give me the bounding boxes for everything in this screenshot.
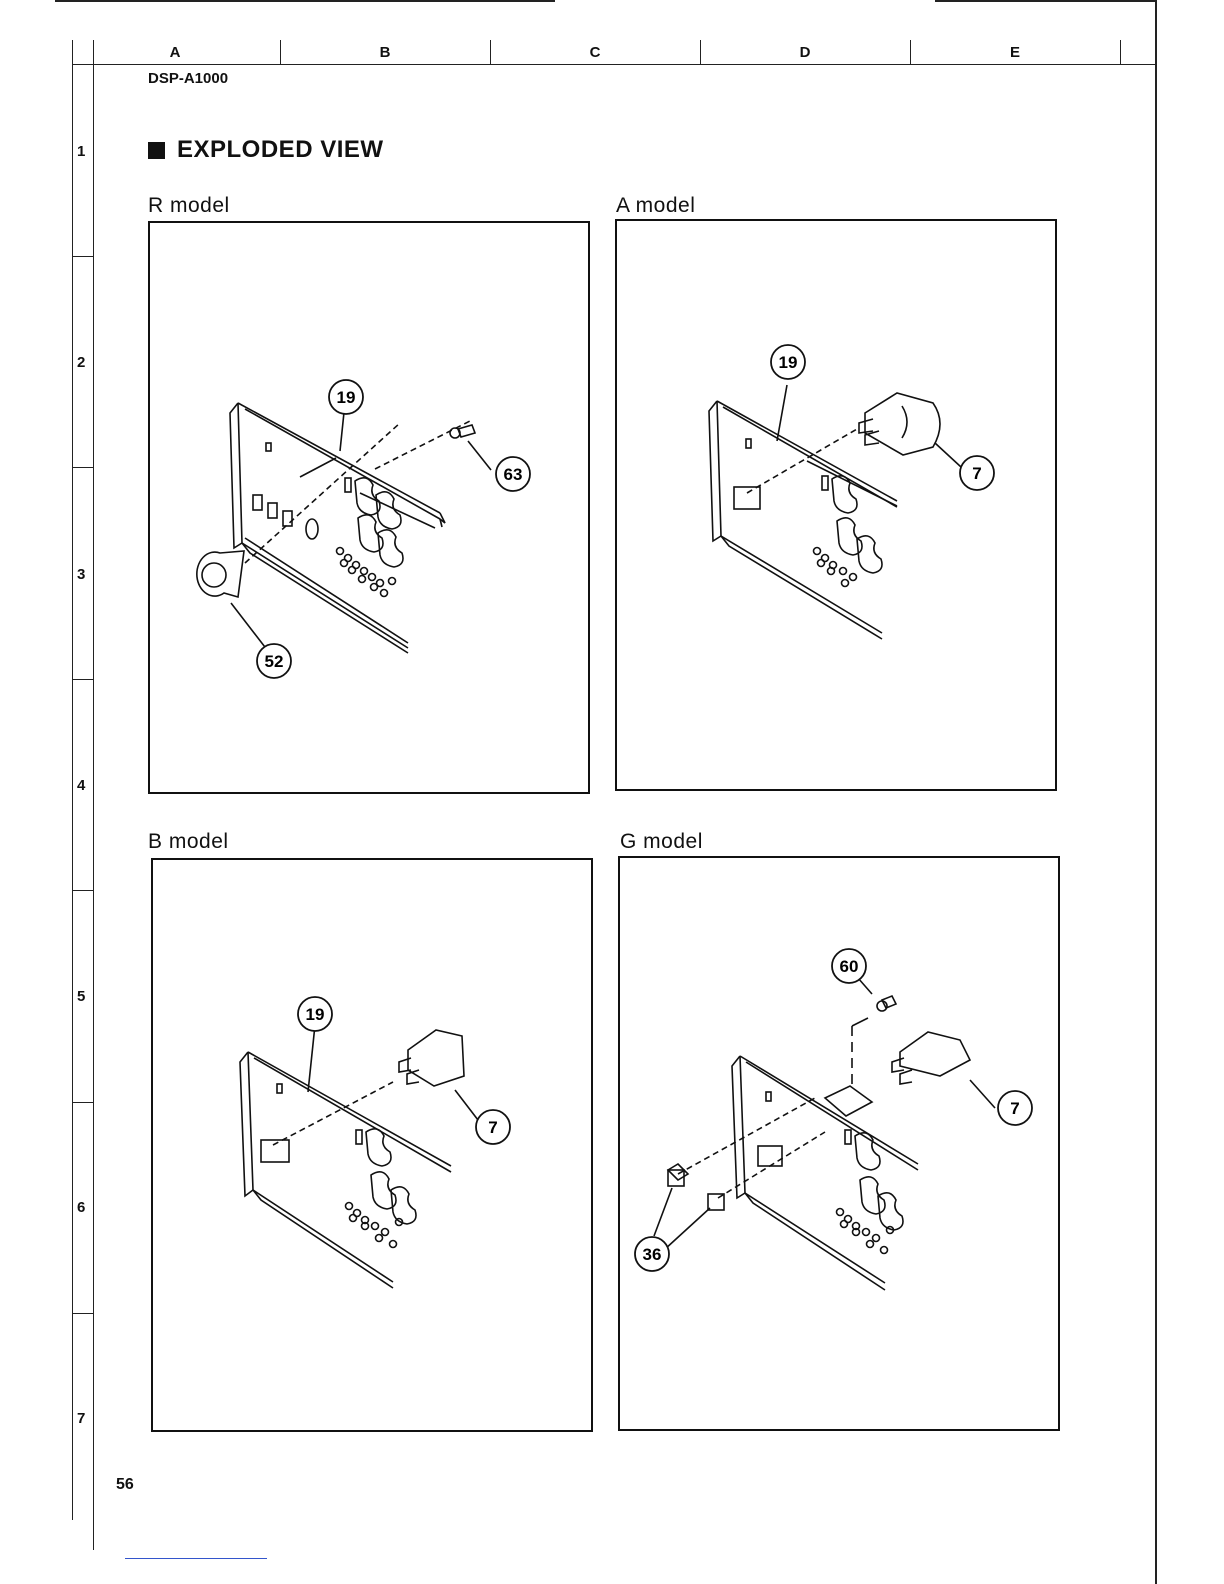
col-divider	[700, 40, 701, 64]
callout-19: 19	[306, 1005, 325, 1024]
callout-19: 19	[337, 388, 356, 407]
col-divider	[280, 40, 281, 64]
section-title-text: EXPLODED VIEW	[177, 136, 384, 164]
page-number: 56	[116, 1476, 134, 1494]
callout-7: 7	[1010, 1099, 1019, 1118]
column-label-d: D	[785, 44, 825, 61]
left-rule-outer	[72, 40, 73, 1520]
rear-panel-diagram-g: 60 7 36	[620, 858, 1062, 1433]
callout-19: 19	[779, 353, 798, 372]
column-label-b: B	[365, 44, 405, 61]
row-label-6: 6	[77, 1199, 85, 1216]
column-label-e: E	[995, 44, 1035, 61]
column-label-c: C	[575, 44, 615, 61]
row-divider	[72, 1102, 93, 1103]
row-divider	[72, 467, 93, 468]
rear-panel-diagram-a: 19 7	[617, 221, 1059, 793]
column-label-a: A	[155, 44, 195, 61]
column-header-rule	[72, 64, 1157, 65]
row-label-5: 5	[77, 988, 85, 1005]
panel-label-r: R model	[148, 194, 230, 218]
callout-63: 63	[504, 465, 523, 484]
callout-36: 36	[643, 1245, 662, 1264]
callout-60: 60	[840, 957, 859, 976]
row-label-7: 7	[77, 1410, 85, 1427]
callout-52: 52	[265, 652, 284, 671]
row-divider	[72, 1313, 93, 1314]
bottom-rule	[125, 1558, 267, 1559]
exploded-view-panel-r: 19 63 52	[148, 221, 590, 794]
callout-7: 7	[972, 464, 981, 483]
exploded-view-panel-b: 19 7	[151, 858, 593, 1432]
exploded-view-panel-a: 19 7	[615, 219, 1057, 791]
row-label-2: 2	[77, 354, 85, 371]
top-border-right	[935, 0, 1157, 2]
callout-7: 7	[488, 1118, 497, 1137]
document-id: DSP-A1000	[148, 70, 228, 87]
col-divider	[910, 40, 911, 64]
right-border	[1155, 0, 1157, 1584]
exploded-view-panel-g: 60 7 36	[618, 856, 1060, 1431]
bullet-square-icon	[148, 142, 165, 159]
row-divider	[72, 679, 93, 680]
rear-panel-diagram-r: 19 63 52	[150, 223, 592, 796]
panel-label-b: B model	[148, 830, 229, 854]
left-rule-inner	[93, 40, 94, 1550]
row-divider	[72, 890, 93, 891]
row-label-3: 3	[77, 566, 85, 583]
section-title: EXPLODED VIEW	[148, 136, 384, 164]
row-divider	[72, 256, 93, 257]
top-border	[55, 0, 555, 2]
col-divider	[490, 40, 491, 64]
row-label-1: 1	[77, 143, 85, 160]
panel-label-g: G model	[620, 830, 703, 854]
row-label-4: 4	[77, 777, 85, 794]
rear-panel-diagram-b: 19 7	[153, 860, 595, 1434]
panel-label-a: A model	[616, 194, 695, 218]
col-divider	[1120, 40, 1121, 64]
